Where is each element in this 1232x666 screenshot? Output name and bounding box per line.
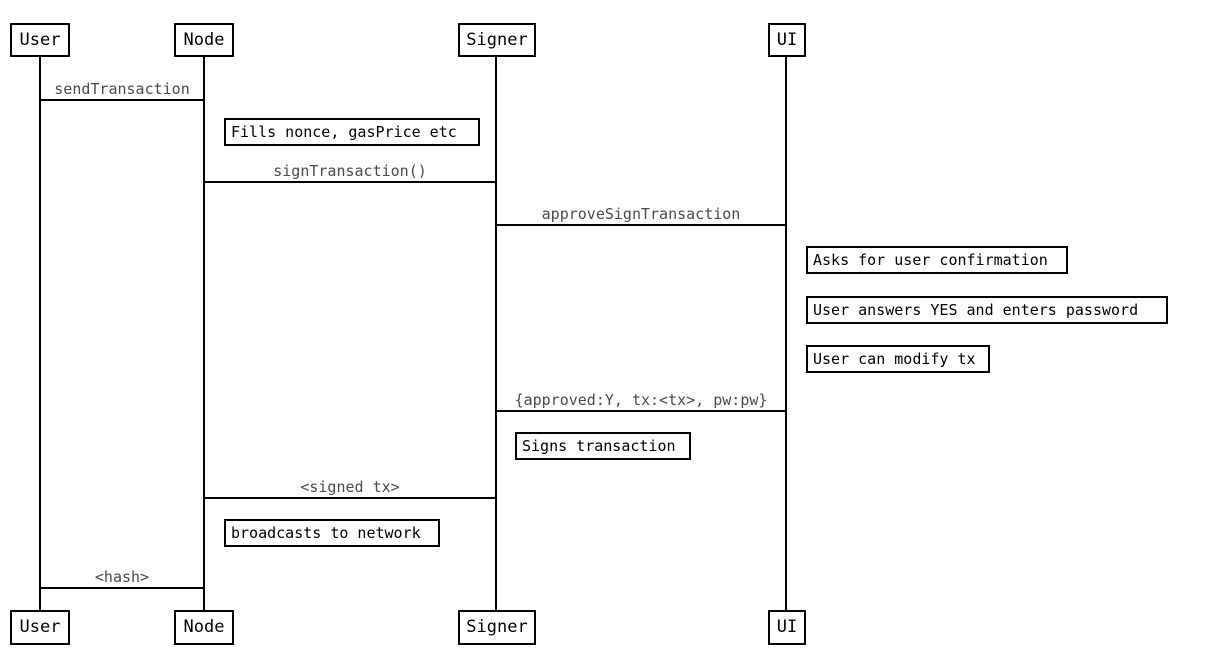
lifeline-node <box>203 57 205 610</box>
participant-footer-user[interactable]: User <box>10 610 70 645</box>
message-line-m5 <box>203 497 497 499</box>
participant-footer-ui[interactable]: UI <box>768 610 806 645</box>
lifeline-user <box>39 57 41 610</box>
message-line-m1 <box>39 99 205 101</box>
message-label-m2: signTransaction() <box>273 162 427 180</box>
message-label-m3: approveSignTransaction <box>541 205 741 223</box>
note-text-n3: User answers YES and enters password <box>813 300 1139 319</box>
message-line-m3 <box>495 224 787 226</box>
participant-header-node[interactable]: Node <box>174 23 234 57</box>
message-label-m5: <signed tx> <box>300 478 400 496</box>
lifeline-signer <box>495 57 497 610</box>
message-line-m4 <box>495 410 787 412</box>
message-label-m4: {approved:Y, tx:<tx>, pw:pw} <box>514 391 768 409</box>
note-n4[interactable]: User can modify tx <box>806 345 990 373</box>
message-label-m1: sendTransaction <box>54 80 190 98</box>
participant-header-ui[interactable]: UI <box>768 23 806 57</box>
participant-footer-signer[interactable]: Signer <box>458 610 536 645</box>
note-text-n1: Fills nonce, gasPrice etc <box>231 122 457 141</box>
message-line-m2 <box>203 181 497 183</box>
note-text-n2: Asks for user confirmation <box>813 250 1048 269</box>
note-text-n4: User can modify tx <box>813 349 976 368</box>
participant-footer-node[interactable]: Node <box>174 610 234 645</box>
note-n6[interactable]: broadcasts to network <box>224 519 440 547</box>
message-line-m6 <box>39 587 205 589</box>
note-n1[interactable]: Fills nonce, gasPrice etc <box>224 118 480 146</box>
note-text-n6: broadcasts to network <box>231 523 421 542</box>
note-n5[interactable]: Signs transaction <box>515 432 691 460</box>
participant-header-signer[interactable]: Signer <box>458 23 536 57</box>
participant-header-user[interactable]: User <box>10 23 70 57</box>
note-n3[interactable]: User answers YES and enters password <box>806 296 1168 324</box>
note-text-n5: Signs transaction <box>522 436 676 455</box>
lifeline-ui <box>785 57 787 610</box>
note-n2[interactable]: Asks for user confirmation <box>806 246 1068 274</box>
message-label-m6: <hash> <box>94 568 150 586</box>
